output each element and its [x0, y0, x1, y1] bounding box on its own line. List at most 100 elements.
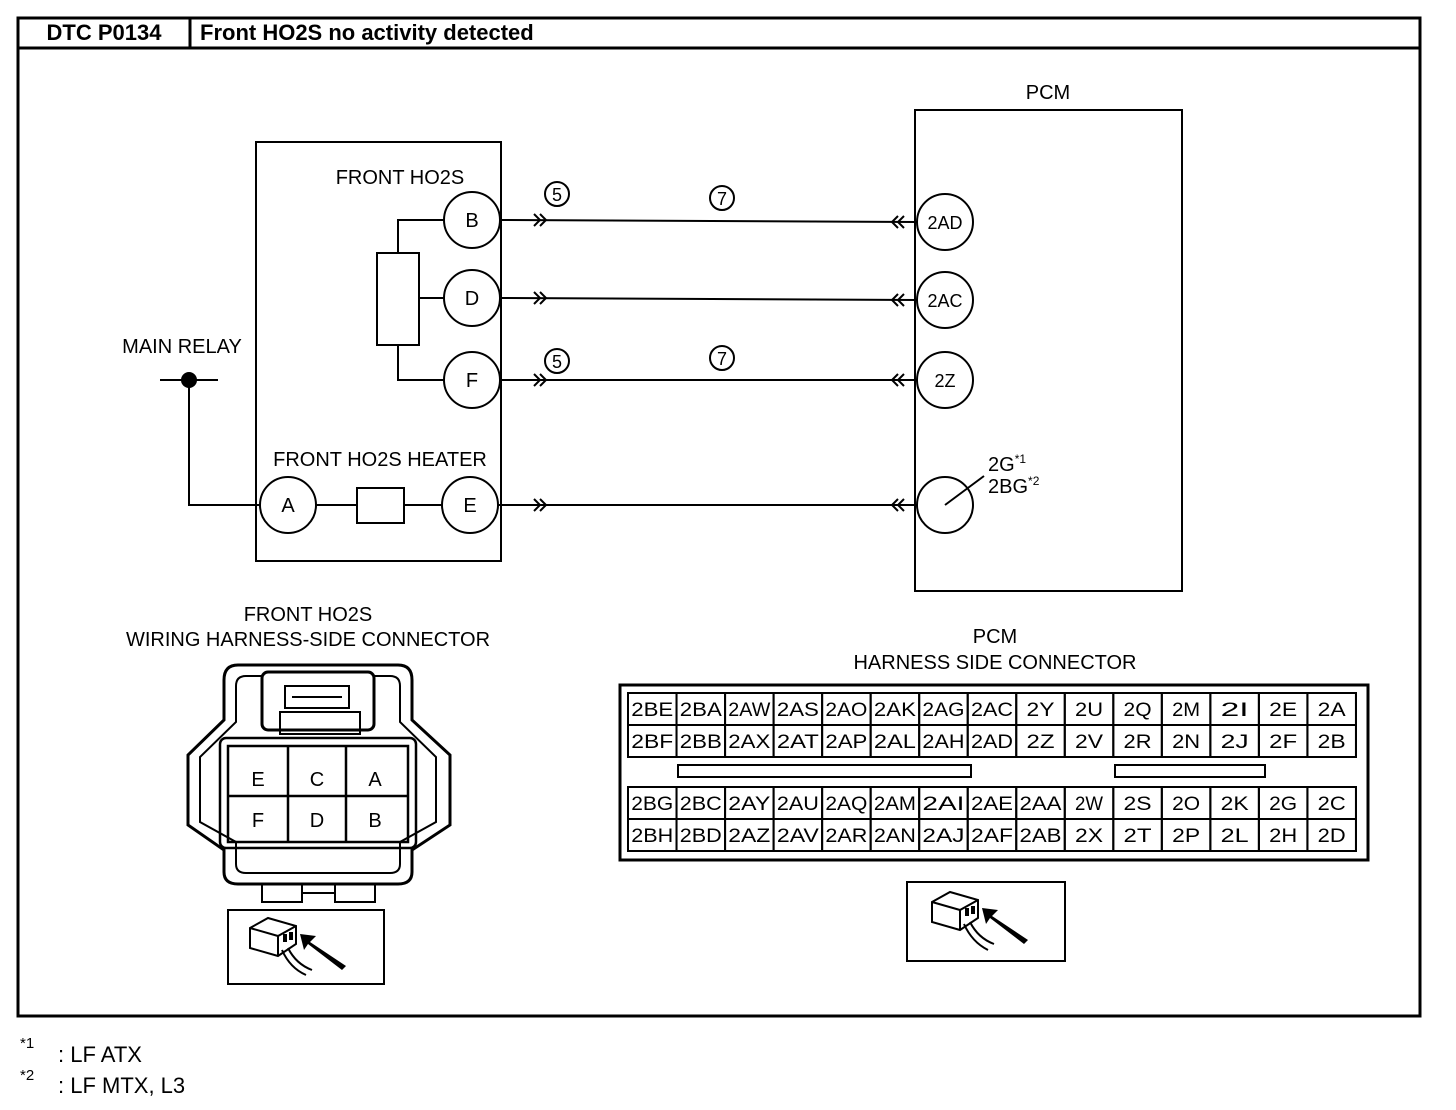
pcm-cavity-label: 2BE — [631, 700, 673, 721]
ho2s-element — [376, 252, 420, 346]
pcm-cavity-label: 2BD — [680, 826, 722, 847]
pcm-pin-2g-label: 2G — [988, 454, 1015, 476]
pcm-cavity-label: 2AQ — [825, 794, 867, 815]
wire-d-2ac — [499, 297, 918, 301]
sensor-pin-d: D — [443, 269, 501, 327]
footnote-ref-2: *2 — [1028, 474, 1040, 488]
pcm-cavity-label: 2T — [1124, 826, 1152, 847]
pcm-cavity-label: 2E — [1269, 700, 1297, 721]
pcm-cavity-label: 2BC — [680, 794, 722, 815]
pcm-cavity-label: 2AF — [971, 826, 1013, 847]
pcm-cavity-label: 2AY — [728, 794, 770, 815]
pcm-cavity-label: 2AX — [728, 732, 770, 753]
pcm-cavity-label: 2U — [1075, 700, 1103, 721]
pcm-cavity-label: 2Y — [1027, 700, 1055, 721]
pcm-cavity-label: 2D — [1318, 826, 1346, 847]
pcm-cavity-label: 2I — [1221, 700, 1249, 721]
pcm-cavity-label: 2BB — [680, 732, 722, 753]
sensor-pin-a-label: A — [281, 495, 295, 517]
pcm-cavity-label: 2H — [1269, 826, 1297, 847]
ho2s-cavity-d: D — [310, 810, 324, 832]
harness-view-icon — [227, 909, 385, 985]
footnote-ref-1: *1 — [1015, 452, 1027, 466]
pcm-cavity-label: 2X — [1075, 826, 1103, 847]
pcm-cavity-label: 2BA — [680, 700, 722, 721]
pcm-cavity-label: 2Z — [1027, 732, 1055, 753]
pcm-cavity-label: 2AJ — [922, 826, 964, 847]
svg-text:2G*1: 2G*1 — [988, 452, 1026, 476]
footnote-2: *2 : LF MTX, L3 — [20, 1067, 185, 1098]
callout-5-upper: 5 — [544, 181, 570, 207]
callout-7-lower: 7 — [709, 345, 735, 371]
pcm-cavity-label: 2AC — [971, 700, 1013, 721]
pcm-cavity-label: 2BF — [631, 732, 673, 753]
ho2s-cavity-f: F — [252, 810, 264, 832]
sensor-pin-f-label: F — [466, 370, 478, 392]
pcm-connector-title-2: HARNESS SIDE CONNECTOR — [853, 652, 1136, 674]
pcm-cavity-label: 2O — [1172, 794, 1200, 815]
dtc-title: Front HO2S no activity detected — [200, 20, 534, 45]
main-relay-label: MAIN RELAY — [122, 336, 242, 358]
pcm-cavity-label: 2S — [1124, 794, 1152, 815]
pcm-label: PCM — [1026, 82, 1070, 104]
sensor-pin-b-label: B — [465, 210, 478, 232]
front-ho2s-box — [255, 141, 502, 562]
pcm-cavity-label: 2AO — [825, 700, 867, 721]
sensor-pin-d-label: D — [465, 288, 479, 310]
ho2s-cavity-c: C — [310, 769, 324, 791]
pcm-cavity-label: 2AT — [777, 732, 819, 753]
pcm-cavity-label: 2AK — [874, 700, 916, 721]
pcm-cavity-label: 2AN — [874, 826, 916, 847]
callout-5-lower: 5 — [544, 348, 570, 374]
footnote-1: *1 : LF ATX — [20, 1035, 142, 1067]
pcm-connector-title-1: PCM — [973, 626, 1017, 648]
pcm-cavity-label: 2AM — [874, 794, 916, 815]
sensor-pin-b: B — [443, 191, 501, 249]
pcm-pin-2ad: 2AD — [916, 193, 974, 251]
ho2s-cavity-b: B — [368, 810, 381, 832]
pcm-cavity-label: 2AL — [874, 732, 916, 753]
pcm-cavity-label: 2J — [1221, 732, 1249, 753]
front-ho2s-heater-label: FRONT HO2S HEATER — [273, 449, 487, 471]
wire-b-2ad — [499, 219, 918, 223]
diagram-frame — [16, 16, 1422, 1018]
footnote-1-mark: *1 — [20, 1035, 34, 1052]
pcm-cavity-box — [1306, 818, 1357, 852]
callout-5-lower-text: 5 — [552, 352, 562, 372]
ho2s-cavity-a: A — [368, 769, 382, 791]
pcm-cavity-label: 2Q — [1124, 700, 1152, 721]
pcm-cavity-label: 2AZ — [728, 826, 770, 847]
pcm-cavity-label: 2L — [1221, 826, 1249, 847]
footnote-2-text: : LF MTX, L3 — [58, 1073, 185, 1098]
pcm-cavity-label: 2N — [1172, 732, 1200, 753]
pcm-cavity-label: 2AI — [922, 794, 964, 815]
pcm-cavity-label: 2AR — [825, 826, 867, 847]
pcm-connector-latch-right — [1114, 764, 1266, 778]
pcm-pin-2ac: 2AC — [916, 271, 974, 329]
ho2s-connector-title-2: WIRING HARNESS-SIDE CONNECTOR — [126, 629, 490, 651]
pcm-cavity-label: 2B — [1318, 732, 1346, 753]
pcm-cavity-label: 2BG — [631, 794, 673, 815]
svg-text:2BG*2: 2BG*2 — [988, 474, 1040, 498]
pcm-cavity-label: 2AG — [922, 700, 964, 721]
callout-7-lower-text: 7 — [717, 349, 727, 369]
pcm-pin-2ac-label: 2AC — [927, 291, 962, 311]
pcm-cavity-label: 2AB — [1020, 826, 1062, 847]
pcm-connector-latch-left — [677, 764, 972, 778]
footnote-2-mark: *2 — [20, 1067, 34, 1084]
pcm-cavity-label: 2AH — [922, 732, 964, 753]
pcm-cavity-label: 2W — [1075, 794, 1103, 815]
pcm-harness-view-icon — [906, 881, 1066, 962]
front-ho2s-label: FRONT HO2S — [336, 167, 465, 189]
pcm-cavity-label: 2V — [1075, 732, 1103, 753]
pcm-cavity-label: 2AA — [1020, 794, 1062, 815]
pcm-cavity-label: 2AP — [825, 732, 867, 753]
pcm-cavity-label: 2M — [1172, 700, 1200, 721]
sensor-pin-e: E — [441, 476, 499, 534]
ho2s-connector-title-1: FRONT HO2S — [244, 604, 373, 626]
pcm-cavity-label: 2A — [1318, 700, 1346, 721]
pcm-cavity-label: 2K — [1221, 794, 1249, 815]
pcm-cavity-label: 2P — [1172, 826, 1200, 847]
pcm-pin-2z: 2Z — [916, 351, 974, 409]
